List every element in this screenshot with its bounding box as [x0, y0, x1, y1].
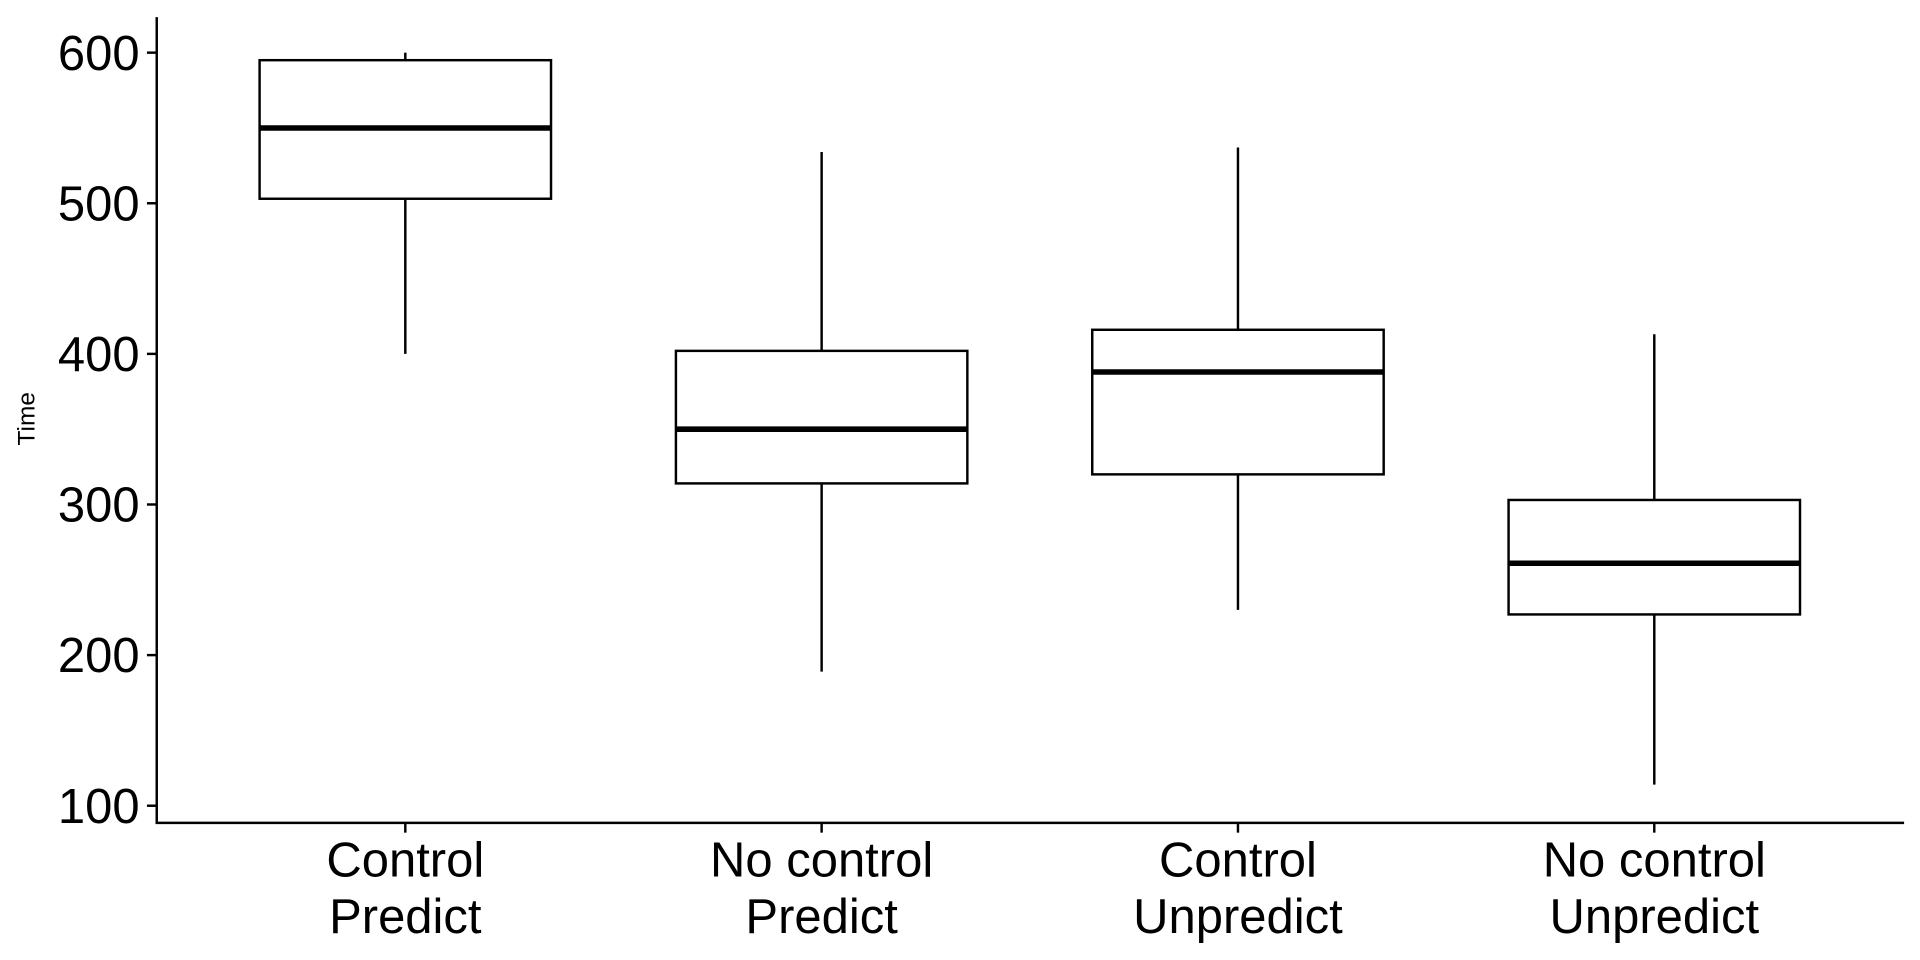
- x-tick-label: Predict: [329, 890, 482, 944]
- y-tick-label: 500: [58, 177, 140, 231]
- y-tick-label: 300: [58, 479, 140, 533]
- y-tick-label: 600: [58, 27, 140, 81]
- x-tick-label: Control: [326, 834, 484, 888]
- x-tick-label: No control: [710, 834, 933, 888]
- y-axis-label: Time: [13, 392, 40, 445]
- x-tick-label: Unpredict: [1549, 890, 1759, 944]
- x-tick-label: No control: [1543, 834, 1766, 888]
- iqr-box: [1507, 498, 1802, 616]
- iqr-box: [674, 349, 969, 485]
- box-3: [1091, 147, 1385, 610]
- x-tick-label: Predict: [745, 890, 898, 944]
- box-2: [674, 152, 969, 672]
- box-4: [1507, 334, 1802, 785]
- y-tick-label: 400: [58, 328, 140, 382]
- x-tick-label: Unpredict: [1133, 890, 1343, 944]
- x-tick-label: Control: [1159, 834, 1317, 888]
- axes: [155, 17, 1905, 825]
- box-1: [258, 52, 553, 354]
- y-tick-label: 200: [58, 629, 140, 683]
- y-tick-label: 100: [58, 780, 140, 834]
- iqr-box: [1091, 328, 1385, 476]
